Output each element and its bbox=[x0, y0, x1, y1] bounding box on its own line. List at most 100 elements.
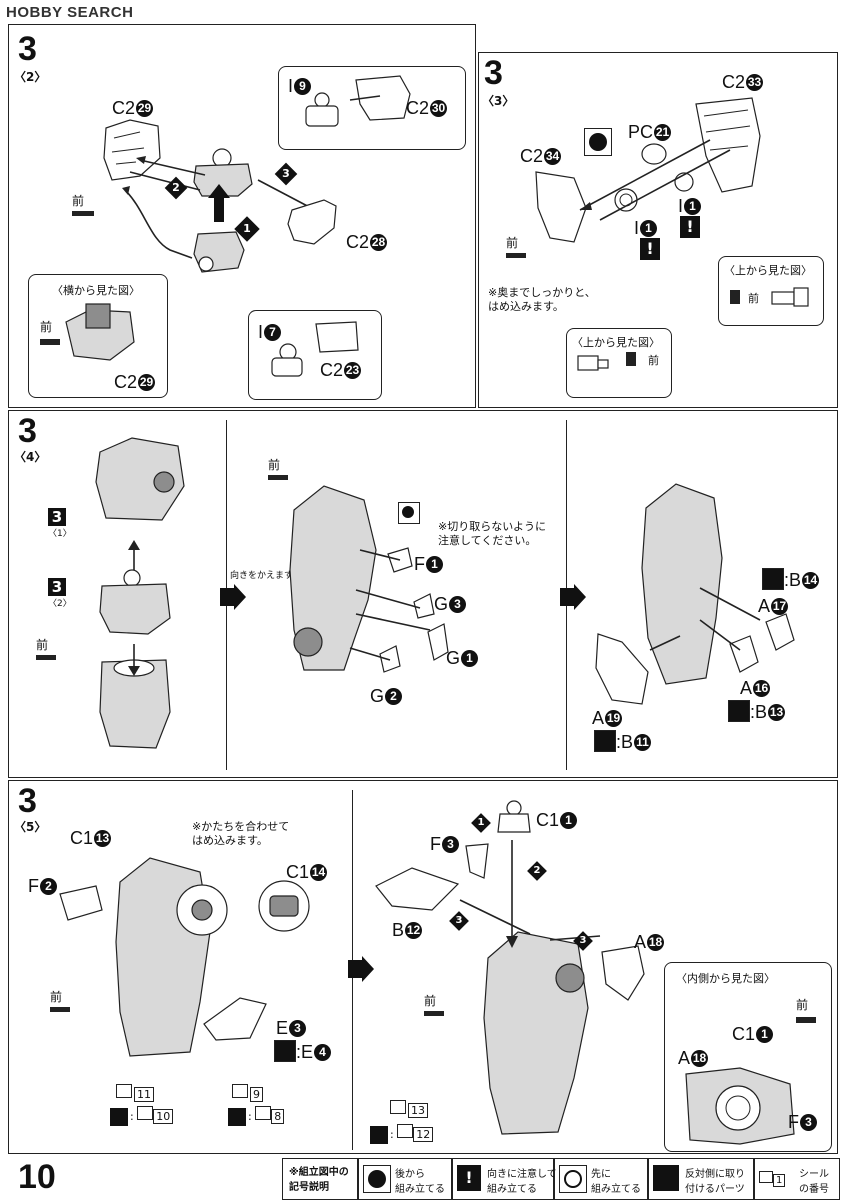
note-push-in: ※奥までしっかりと、 はめ込みます。 bbox=[488, 286, 596, 313]
step-marker-2: 2 bbox=[527, 861, 547, 881]
mirror-part-icon bbox=[274, 1040, 296, 1062]
assembly-arrows bbox=[649, 587, 761, 651]
part-e3 bbox=[203, 997, 267, 1041]
step-marker-2: 2 bbox=[164, 176, 188, 200]
mirror-part-icon bbox=[594, 730, 616, 752]
note-do-not-cut: ※切り取らないように 注意してください。 bbox=[438, 520, 546, 547]
next-arrow bbox=[348, 956, 374, 982]
inner-view-illustration bbox=[685, 1067, 795, 1145]
part-a19 bbox=[595, 633, 649, 705]
part-a16 bbox=[729, 635, 759, 673]
assembly-lines bbox=[579, 139, 731, 221]
step-marker-3: 3 bbox=[573, 931, 593, 951]
part-a18 bbox=[601, 945, 645, 1001]
part-upper-block bbox=[95, 437, 185, 521]
step-number: 3 bbox=[18, 782, 37, 820]
leg-final-assembly bbox=[483, 931, 589, 1135]
sticker-11: 11 bbox=[116, 1084, 154, 1102]
site-logo: HOBBY SEARCH bbox=[6, 4, 133, 22]
step-marker-1: 1 bbox=[234, 216, 260, 242]
part-middle-block bbox=[99, 569, 171, 635]
legend-item: 反対側に取り 付けるパーツ bbox=[648, 1158, 754, 1200]
caution-icon: ! bbox=[457, 1165, 481, 1191]
step-marker-3: 3 bbox=[274, 162, 298, 186]
part-pc-21 bbox=[641, 143, 667, 165]
part-g3 bbox=[413, 593, 435, 619]
front-arrow: 前 bbox=[424, 992, 444, 1016]
part-b12 bbox=[375, 867, 460, 911]
top-view-caption: 〈上から見た図〉 bbox=[724, 264, 812, 277]
front-arrow: 前 bbox=[506, 234, 526, 258]
mirror-part-icon bbox=[728, 700, 750, 722]
legend-item: 1 シール の番号 bbox=[754, 1158, 840, 1200]
detail-circle bbox=[176, 884, 228, 936]
logo-text: HOBBY SEARCH bbox=[6, 4, 134, 21]
sticker-13: 13 bbox=[390, 1100, 428, 1118]
detail-circle bbox=[258, 880, 310, 932]
step-sub-number: 〈2〉 bbox=[14, 70, 47, 84]
part-c2-30 bbox=[349, 75, 411, 121]
front-arrow: 前 bbox=[40, 318, 60, 345]
leg-upper-assembly bbox=[289, 485, 377, 671]
legend-item: 先に 組み立てる bbox=[554, 1158, 648, 1200]
step-ref-3-2: 3 〈2〉 bbox=[48, 578, 72, 609]
change-direction-note: 向きをかえます。 bbox=[230, 571, 302, 581]
side-view-illustration bbox=[65, 303, 135, 361]
inner-view-caption: 〈内側から見た図〉 bbox=[676, 972, 775, 985]
assemble-back-icon bbox=[584, 128, 612, 156]
leg-upper-assembly-2 bbox=[641, 483, 723, 685]
assembly-arrows bbox=[349, 549, 431, 661]
top-view-illustration bbox=[771, 287, 809, 307]
part-c2-23 bbox=[315, 321, 359, 353]
part-a17 bbox=[765, 613, 795, 651]
sticker-8: : 8 bbox=[228, 1106, 285, 1126]
step-number: 3 bbox=[18, 412, 37, 450]
front-arrow: 前 bbox=[50, 988, 70, 1012]
step-ref-3-1: 3 〈1〉 bbox=[48, 508, 72, 539]
part-c2-33 bbox=[695, 97, 761, 193]
assemble-back-icon bbox=[368, 1170, 386, 1188]
top-view-caption: 〈上から見た図〉 bbox=[572, 336, 660, 349]
part-c2-34 bbox=[535, 171, 587, 243]
next-arrow bbox=[220, 584, 246, 610]
sticker-10: : 10 bbox=[110, 1106, 174, 1126]
front-arrow-down bbox=[626, 352, 636, 366]
front-label: 前 bbox=[748, 292, 759, 305]
part-g1 bbox=[427, 623, 449, 661]
part-lower-block bbox=[99, 659, 171, 749]
note-match-shape: ※かたちを合わせて はめ込みます。 bbox=[192, 820, 290, 847]
side-view-caption: 〈横から見た図〉 bbox=[52, 284, 140, 297]
assemble-back-icon bbox=[398, 502, 420, 524]
part-i7-assembled bbox=[193, 231, 245, 273]
page-number: 10 bbox=[18, 1158, 56, 1196]
step-3-3-panel bbox=[478, 52, 838, 408]
part-c1-1 bbox=[497, 800, 531, 833]
caution-icon: ! bbox=[680, 216, 700, 238]
legend-item: 後から 組み立てる bbox=[358, 1158, 452, 1200]
sticker-12: : 12 bbox=[370, 1124, 434, 1144]
front-label: 前 bbox=[648, 354, 659, 367]
front-arrow: 前 bbox=[268, 456, 288, 480]
step-sub-number: 〈3〉 bbox=[482, 94, 515, 108]
mirror-part-icon bbox=[762, 568, 784, 590]
